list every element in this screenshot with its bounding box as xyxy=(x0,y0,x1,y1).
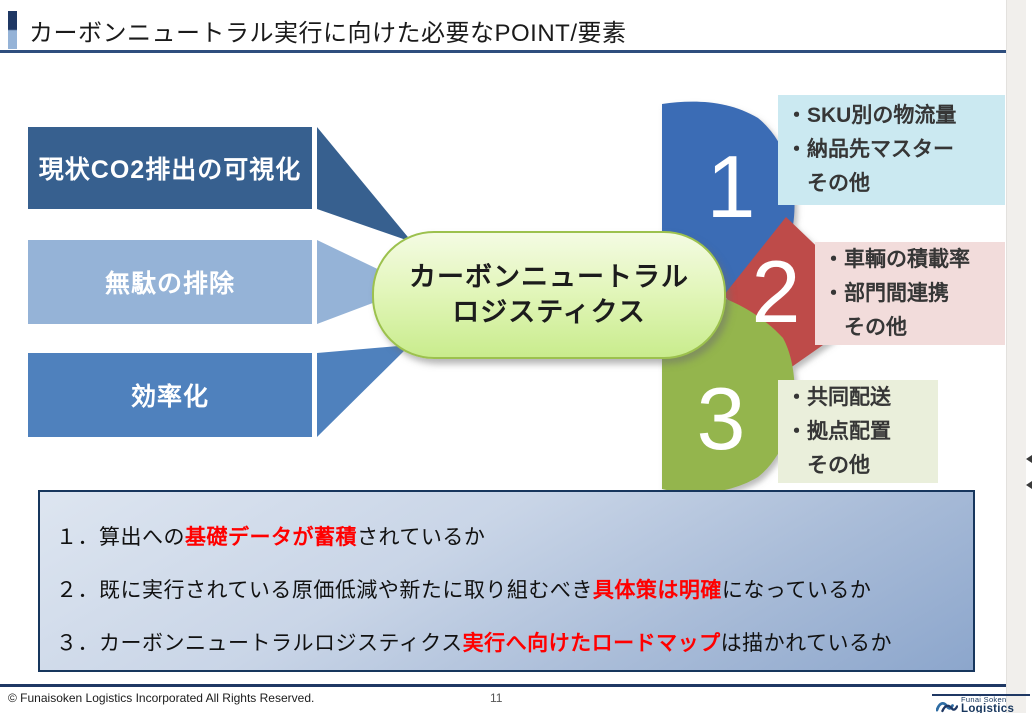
title-accent-bar xyxy=(8,11,17,49)
logo-divider xyxy=(932,694,1030,696)
center-concept-oval: カーボンニュートラル ロジスティクス xyxy=(372,231,726,359)
summary-text: になっているか xyxy=(721,579,872,602)
point-number-1: 1 xyxy=(706,137,756,236)
summary-text: されているか xyxy=(357,526,486,549)
point-item: ・拠点配置 xyxy=(786,419,891,443)
point-item: その他 xyxy=(786,453,870,477)
center-oval-line1: カーボンニュートラル xyxy=(409,261,689,292)
funnel-bar-co2-visualization: 現状CO2排出の可視化 xyxy=(28,127,312,209)
point-item: ・SKU別の物流量 xyxy=(786,104,957,127)
copyright-text: © Funaisoken Logistics Incorporated All … xyxy=(8,691,315,705)
funnel-arrow-3 xyxy=(317,345,410,437)
summary-text: １．算出への xyxy=(56,526,185,549)
point-item: ・納品先マスター xyxy=(786,138,954,161)
funnel-bar-label: 現状CO2排出の可視化 xyxy=(38,156,302,184)
point-number-2: 2 xyxy=(751,242,801,341)
point-item: その他 xyxy=(823,315,907,339)
point-item: ・部門間連携 xyxy=(823,281,949,305)
point-item: ・共同配送 xyxy=(786,385,891,409)
summary-line-1: １．算出への基礎データが蓄積されているか xyxy=(56,521,485,551)
funnel-bar-label: 無駄の排除 xyxy=(104,270,235,298)
summary-text: は描かれているか xyxy=(720,632,892,655)
footer-divider xyxy=(0,684,1006,687)
page-number: 11 xyxy=(490,691,503,705)
point-item: ・車輌の積載率 xyxy=(823,247,970,271)
logo-text-bottom: Logistics xyxy=(961,702,1015,713)
point-box-2: ・車輌の積載率 ・部門間連携 その他 xyxy=(815,242,1005,345)
summary-text: ２．既に実行されている原価低減や新たに取り組むべき xyxy=(56,579,593,602)
point-number-3: 3 xyxy=(696,369,746,468)
funnel-bar-efficiency: 効率化 xyxy=(28,353,312,437)
page-title: カーボンニュートラル実行に向けた必要なPOINT/要素 xyxy=(29,20,627,47)
funai-soken-logistics-logo: Funai Soken Logistics xyxy=(936,696,1030,713)
summary-highlight: 具体策は明確 xyxy=(592,579,722,602)
summary-highlight: 実行へ向けたロードマップ xyxy=(462,632,721,655)
right-panel-strip xyxy=(1006,0,1026,713)
center-oval-line2: ロジスティクス xyxy=(452,297,646,327)
logo-wave-icon xyxy=(936,702,958,713)
point-item: その他 xyxy=(786,172,870,195)
point-box-3: ・共同配送 ・拠点配置 その他 xyxy=(778,380,938,483)
summary-line-2: ２．既に実行されている原価低減や新たに取り組むべき具体策は明確になっているか xyxy=(56,574,871,604)
summary-box: １．算出への基礎データが蓄積されているか ２．既に実行されている原価低減や新たに… xyxy=(38,490,975,672)
splitter-arrow-icon[interactable] xyxy=(1026,481,1032,489)
funnel-bar-label: 効率化 xyxy=(130,383,209,411)
summary-line-3: ３．カーボンニュートラルロジスティクス実行へ向けたロードマップは描かれているか xyxy=(56,627,892,657)
logo-text-top: Funai Soken xyxy=(961,695,1007,704)
summary-highlight: 基礎データが蓄積 xyxy=(185,526,357,549)
splitter-arrow-icon[interactable] xyxy=(1026,455,1032,463)
summary-text: ３．カーボンニュートラルロジスティクス xyxy=(56,632,463,655)
point-box-1: ・SKU別の物流量 ・納品先マスター その他 xyxy=(778,95,1005,205)
funnel-bar-waste-elimination: 無駄の排除 xyxy=(28,240,312,324)
funnel-arrow-1 xyxy=(317,127,412,242)
title-divider xyxy=(0,50,1006,53)
